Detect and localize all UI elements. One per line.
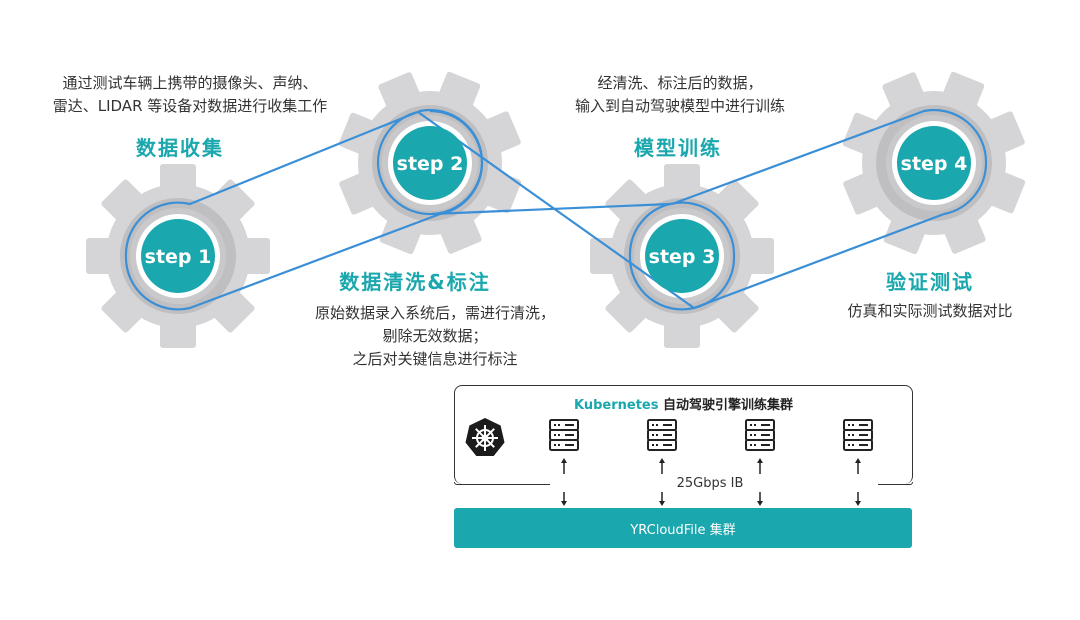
step-1-desc-line: 雷达、LIDAR 等设备对数据进行收集工作 [52,97,328,115]
step-1-description: 通过测试车辆上携带的摄像头、声纳、 雷达、LIDAR 等设备对数据进行收集工作 [10,72,370,118]
storage-cluster-bar: YRCloudFile 集群 [454,508,912,548]
cluster-border-left [454,482,550,485]
cluster-border-right [878,482,913,485]
step-2-description: 原始数据录入系统后，需进行清洗， 剔除无效数据； 之后对关键信息进行标注 [290,302,580,371]
step-2-desc-line: 之后对关键信息进行标注 [352,350,518,368]
step-1-desc-line: 通过测试车辆上携带的摄像头、声纳、 [62,74,318,92]
server-4 [843,419,873,507]
server-1 [549,419,579,507]
server-3 [745,419,775,507]
svg-text:step 3: step 3 [649,246,716,268]
step-4-description: 仿真和实际测试数据对比 [820,300,1040,323]
step-3-desc-line: 输入到自动驾驶模型中进行训练 [574,97,785,115]
step-2-desc-line: 原始数据录入系统后，需进行清洗， [314,304,555,322]
cluster-title-brand: Kubernetes [573,398,659,413]
kubernetes-helm-icon [465,418,505,456]
step-1-badge: step 1 [141,219,215,293]
step-2-title: 数据清洗&标注 [339,270,491,294]
cluster-title: Kubernetes 自动驾驶引擎训练集群 [455,394,912,413]
cluster-title-text: 自动驾驶引擎训练集群 [658,398,793,413]
svg-text:step 4: step 4 [901,153,968,175]
step-1-title: 数据收集 [136,136,224,160]
step-3-desc-line: 经清洗、标注后的数据， [597,74,763,92]
step-4-badge: step 4 [897,126,971,200]
step-3-description: 经清洗、标注后的数据， 输入到自动驾驶模型中进行训练 [530,72,830,118]
kubernetes-cluster-box: Kubernetes 自动驾驶引擎训练集群 [454,385,913,484]
svg-text:step 1: step 1 [145,246,212,268]
step-2-desc-line: 剔除无效数据； [382,327,488,345]
belt-lines [124,108,988,311]
step-2-badge: step 2 [393,126,467,200]
step-3-title: 模型训练 [634,136,722,160]
step-4-title: 验证测试 [886,270,974,294]
step-3-badge: step 3 [645,219,719,293]
storage-cluster-label: YRCloudFile 集群 [630,522,736,538]
server-2 [647,419,677,507]
step-4-desc-line: 仿真和实际测试数据对比 [847,302,1013,320]
svg-text:step 2: step 2 [397,153,464,175]
network-link-label: 25Gbps IB [676,476,744,491]
